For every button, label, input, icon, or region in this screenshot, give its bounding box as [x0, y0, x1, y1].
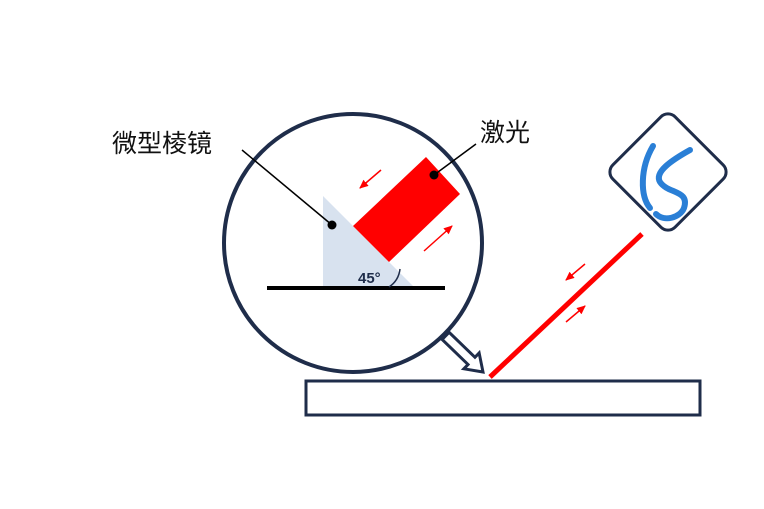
prism-label: 微型棱镜	[112, 129, 212, 158]
prism-leader-dot	[327, 220, 337, 230]
prism-leader-line	[241, 149, 333, 226]
beam-arrow-incoming	[565, 263, 586, 281]
laser-block	[353, 157, 460, 262]
angle-label: 45°	[358, 270, 381, 287]
beam-arrow-outgoing	[565, 305, 586, 323]
laser-leader-dot	[429, 170, 439, 180]
laser-arrow-in	[359, 169, 382, 189]
surface-bar	[304, 379, 702, 417]
laser-beam	[488, 232, 644, 379]
ks-logo-icon	[608, 112, 728, 232]
laser-leader-line	[433, 143, 477, 176]
laser-arrow-out	[423, 225, 453, 252]
hollow-arrow-icon	[440, 330, 485, 374]
ks-logo-mark: KS	[639, 143, 693, 222]
angle-arc	[388, 268, 401, 288]
laser-label: 激光	[480, 118, 530, 147]
